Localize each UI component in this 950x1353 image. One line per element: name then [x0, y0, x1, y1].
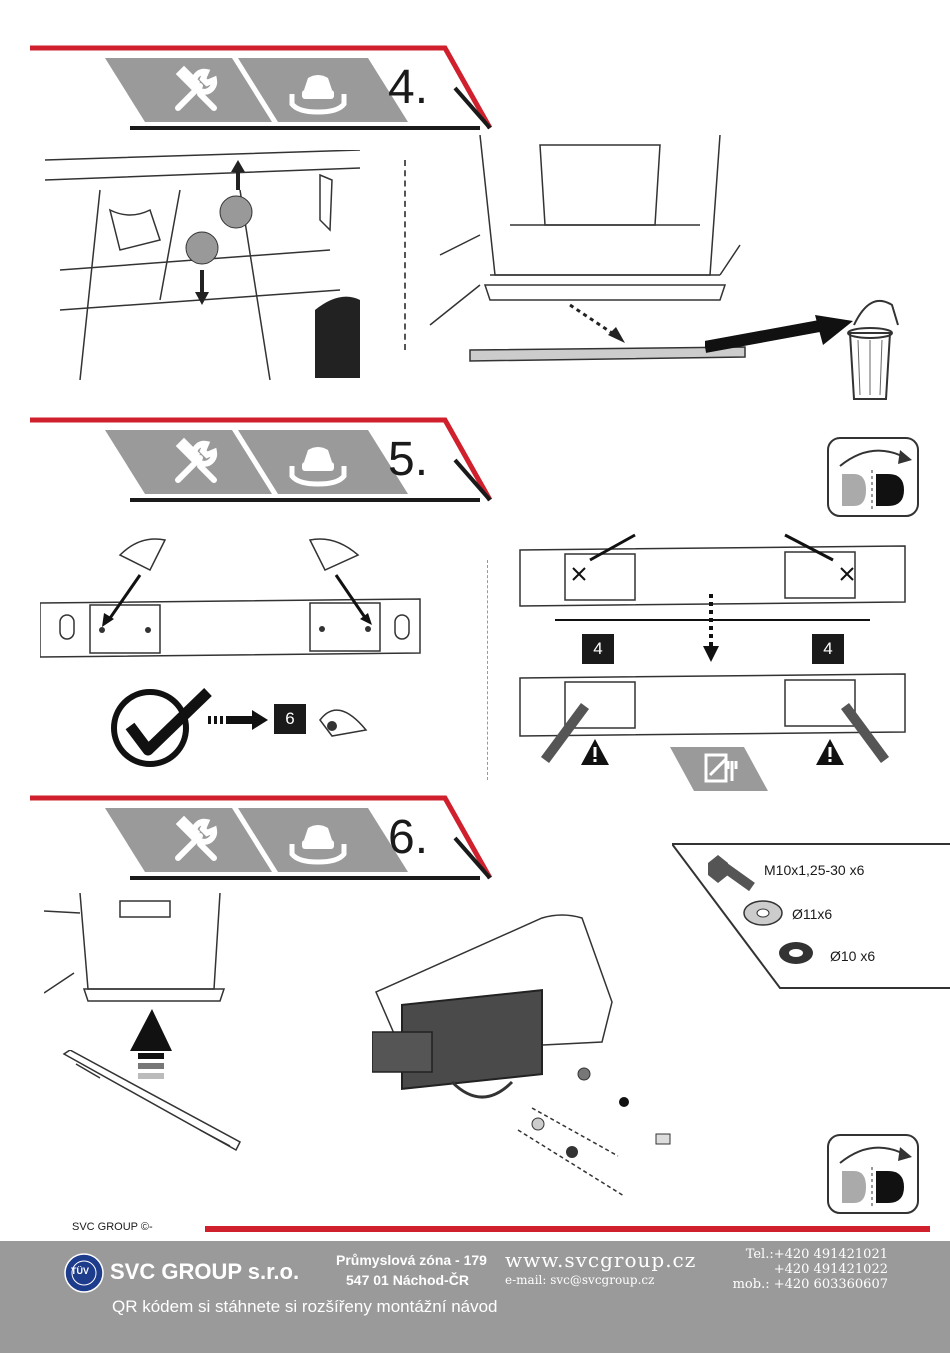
bolt-label: M10x1,25-30 x6 — [764, 862, 864, 878]
step5-bracket-check-illustration — [40, 535, 430, 670]
step-number-5: 5. — [388, 432, 428, 487]
footer-mobile: mob.: +420 603360607 — [733, 1277, 888, 1292]
washer-label: Ø11x6 — [792, 906, 832, 922]
warning-icon — [815, 738, 845, 766]
footer-email[interactable]: e-mail: svc@svcgroup.cz — [505, 1273, 654, 1287]
footer-tel-1: Tel.:+420 491421021 — [746, 1247, 888, 1262]
step5-divider — [487, 560, 489, 780]
spring-washer-icon — [776, 938, 816, 968]
footer-red-rule — [205, 1226, 930, 1232]
warning-icon — [580, 738, 610, 766]
car-lift-icon — [288, 436, 348, 488]
washer-icon — [742, 898, 784, 928]
step6-towbar-mount-illustration — [372, 912, 672, 1202]
torque-badge-right: 4 — [812, 634, 844, 664]
rotate-view-icon — [826, 1133, 920, 1215]
footer-company: SVC GROUP s.r.o. — [110, 1259, 299, 1285]
step5-torque-illustration — [515, 510, 915, 780]
copyright-text: SVC GROUP ©- — [72, 1221, 153, 1233]
step4-divider — [404, 160, 408, 350]
manual-book-icon — [670, 745, 770, 793]
step6-bar-illustration — [60, 1050, 250, 1160]
step-number-6: 6. — [388, 810, 428, 865]
trash-bin-icon — [840, 295, 900, 405]
step-header-5: 5. — [0, 412, 500, 512]
checkmark-icon — [108, 682, 218, 772]
discard-arrow — [705, 315, 855, 355]
step-header-6: 6. — [0, 790, 500, 890]
footer-website[interactable]: www.svcgroup.cz — [505, 1248, 696, 1272]
footer-tel-2: +420 491421022 — [774, 1262, 888, 1277]
wrench-screwdriver-icon — [170, 814, 222, 866]
eye-icon — [318, 700, 368, 740]
wrench-screwdriver-icon — [170, 436, 222, 488]
spring-washer-label: Ø10 x6 — [830, 948, 875, 964]
step-header-4: 4. — [0, 40, 500, 140]
goto-arrow — [208, 710, 268, 730]
rotate-view-icon — [826, 436, 920, 518]
torque-badge-left: 4 — [582, 634, 614, 664]
car-lift-icon — [288, 814, 348, 866]
wrench-screwdriver-icon — [170, 64, 222, 116]
tuv-logo-text: TÜV — [71, 1266, 89, 1276]
footer-qr-text: QR kódem si stáhnete si rozšířeny montáž… — [112, 1297, 498, 1317]
goto-step-badge: 6 — [274, 704, 306, 734]
footer-address-2: 547 01 Náchod-ČR — [346, 1272, 469, 1288]
step4-underbody-illustration — [40, 150, 370, 380]
car-lift-icon — [288, 64, 348, 116]
bolt-icon — [706, 853, 756, 893]
step-number-4: 4. — [388, 60, 428, 115]
footer-address-1: Průmyslová zóna - 179 — [336, 1252, 487, 1268]
